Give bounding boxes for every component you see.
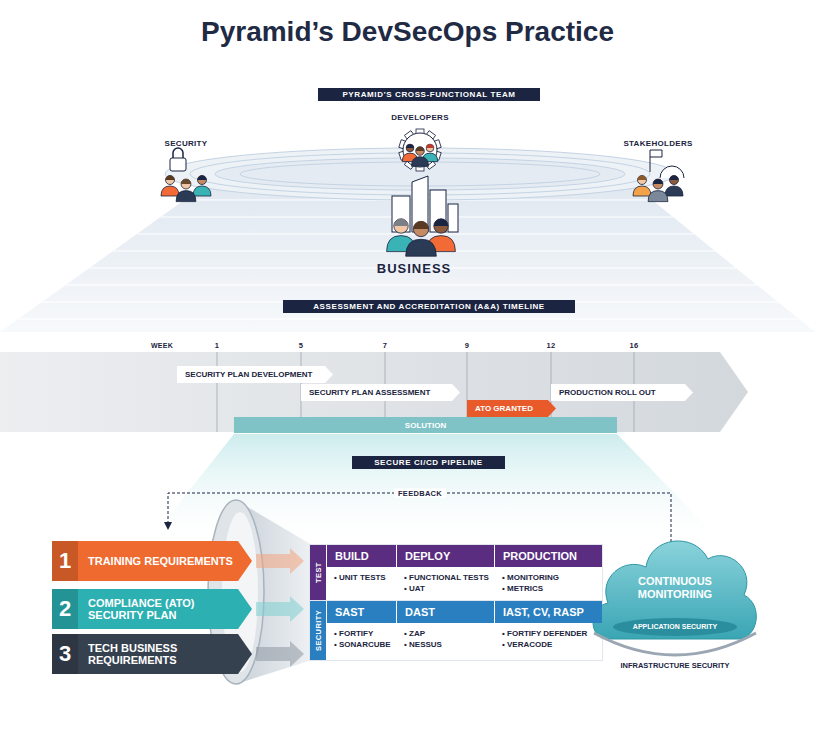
bar-label: SECURITY PLAN DEVELOPMENT	[185, 370, 312, 379]
bar-label: SECURITY PLAN ASSESSMENT	[309, 388, 430, 397]
person-icon	[406, 221, 437, 256]
week-label: WEEK	[151, 342, 173, 349]
fade-line	[18, 318, 799, 319]
person-icon	[648, 179, 668, 202]
person-icon	[176, 179, 196, 202]
input-arrow: 1TRAINING REQUIREMENTS	[52, 541, 252, 581]
bar-label: ATO GRANTED	[475, 404, 533, 413]
step-label: COMPLIANCE (ATO) SECURITY PLAN	[78, 597, 252, 621]
week-number: 12	[547, 341, 556, 350]
bar-label: SOLUTION	[405, 421, 446, 430]
person-icon	[193, 176, 211, 197]
cell-heading: PRODUCTION	[494, 545, 602, 567]
pipeline-row: TESTBUILD • UNIT TESTSDEPLOY • FUNCTIONAL …	[310, 545, 602, 600]
team-label: STAKEHOLDERS	[623, 139, 692, 148]
step-number: 3	[52, 634, 78, 674]
pipeline-row: SECURITYSAST • FORTIFY• SONARCUBE DAST • ZA…	[310, 601, 602, 660]
tool-item: • FUNCTIONAL TESTS	[396, 572, 494, 583]
team-label: DEVELOPERS	[391, 113, 449, 122]
person-icon	[411, 147, 428, 166]
pipeline-cell: DEPLOY • FUNCTIONAL TESTS• UAT	[396, 545, 494, 600]
cloud-label: CONTINUOUS MONITORIING	[625, 575, 725, 601]
timeline-bar: SECURITY PLAN ASSESSMENT	[301, 384, 460, 401]
timeline-bar: PRODUCTION ROLL OUT	[551, 384, 693, 401]
label-bar: ASSESSMENT AND ACCREDITATION (A&A) TIMEL…	[283, 300, 575, 313]
input-arrows	[256, 548, 304, 667]
tool-item: • UAT	[396, 583, 494, 594]
flag-icon	[650, 150, 662, 172]
timeline-bar: SECURITY PLAN DEVELOPMENT	[177, 366, 333, 383]
bar-label: PRODUCTION ROLL OUT	[559, 388, 656, 397]
lock-shackle	[173, 148, 183, 158]
cell-heading: IAST, CV, RASP	[494, 601, 602, 623]
cell-heading: DAST	[396, 601, 494, 623]
cloud-shape: CONTINUOUS MONITORIING APPLICATION SECURI…	[590, 515, 760, 680]
gear-icon	[399, 129, 441, 171]
step-label: TRAINING REQUIREMENTS	[78, 555, 251, 567]
tool-item: • NESSUS	[396, 639, 494, 650]
person-icon	[633, 176, 651, 197]
team-icons	[161, 129, 684, 256]
label-bar: PYRAMID’S CROSS-FUNCTIONAL TEAM	[318, 88, 540, 101]
pipeline-cell: BUILD • UNIT TESTS	[326, 545, 396, 600]
cell-heading: BUILD	[326, 545, 396, 567]
input-arrow: 2COMPLIANCE (ATO) SECURITY PLAN	[52, 589, 252, 629]
person-icon	[161, 176, 179, 197]
step-number: 1	[52, 541, 78, 581]
label-bar: SECURE CI/CD PIPELINE	[352, 456, 505, 469]
title: Pyramid’s DevSecOps Practice	[0, 16, 815, 48]
bar-label: PYRAMID’S CROSS-FUNCTIONAL TEAM	[342, 90, 515, 99]
pipeline-cell: PRODUCTION • MONITORING• METRICS	[494, 545, 602, 600]
feedback-label: FEEDBACK	[394, 489, 446, 498]
cloud-label: APPLICATION SECURITY	[590, 622, 760, 632]
step-number: 2	[52, 589, 78, 629]
pipeline-cell: IAST, CV, RASP • FORTIFY DEFENDER• VERACO…	[494, 601, 602, 660]
fade-line	[66, 284, 757, 285]
cloud-label: INFRASTRUCTURE SECURITY	[590, 661, 760, 671]
tool-item: • METRICS	[494, 583, 602, 594]
week-number: 16	[630, 341, 639, 350]
week-number: 1	[215, 341, 219, 350]
row-label: TEST	[310, 545, 326, 600]
bar-label: ASSESSMENT AND ACCREDITATION (A&A) TIMEL…	[313, 302, 545, 311]
tool-item: • MONITORING	[494, 572, 602, 583]
cell-heading: DEPLOY	[396, 545, 494, 567]
week-number: 5	[299, 341, 303, 350]
row-label: SECURITY	[310, 601, 326, 660]
timeline-band	[0, 352, 748, 432]
week-number: 7	[383, 341, 387, 350]
week-number: 9	[465, 341, 469, 350]
tool-item: • VERACODE	[494, 639, 602, 650]
tool-item: • UNIT TESTS	[326, 572, 396, 583]
team-label: BUSINESS	[377, 261, 451, 276]
cell-heading: SAST	[326, 601, 396, 623]
team-label: SECURITY	[165, 139, 208, 148]
solution-bar: SOLUTION	[234, 417, 617, 433]
tool-item: • FORTIFY	[326, 628, 396, 639]
input-arrow: 3TECH BUSINESS REQUIREMENTS	[52, 634, 252, 674]
pipeline-cell: SAST • FORTIFY• SONARCUBE	[326, 601, 396, 660]
team-fade	[0, 178, 815, 332]
milestone-bar: ATO GRANTED	[467, 400, 556, 417]
step-label: TECH BUSINESS REQUIREMENTS	[78, 642, 252, 666]
tool-item: • SONARCUBE	[326, 639, 396, 650]
person-icon	[665, 176, 683, 197]
lock-icon	[170, 158, 186, 171]
tool-item: • ZAP	[396, 628, 494, 639]
bar-label: SECURE CI/CD PIPELINE	[374, 458, 483, 467]
tool-item: • FORTIFY DEFENDER	[494, 628, 602, 639]
pipeline-cell: DAST • ZAP• NESSUS	[396, 601, 494, 660]
